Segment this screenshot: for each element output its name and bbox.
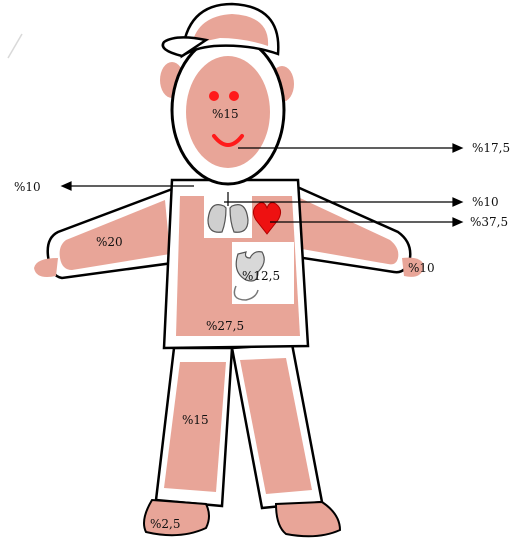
label-leg: %15 [182,413,209,427]
label-head-right: %17,5 [472,141,510,155]
right-leg [232,344,322,508]
label-torso: %27,5 [206,319,244,333]
right-arm [290,186,424,277]
left-eye [209,91,219,101]
label-stomach: %12,5 [242,269,280,283]
left-leg [156,348,232,506]
label-lungs-right: %10 [472,195,499,209]
label-left-arm: %20 [96,235,123,249]
right-foot [276,502,340,536]
label-left-top: %10 [14,180,41,194]
lungs-icon [204,190,252,238]
right-eye [229,91,239,101]
label-face: %15 [212,107,239,121]
left-arm [34,188,180,278]
label-heart-right: %37,5 [470,215,508,229]
stray-mark [8,34,22,58]
label-foot: %2,5 [150,517,181,531]
label-right-arm: %10 [408,261,435,275]
